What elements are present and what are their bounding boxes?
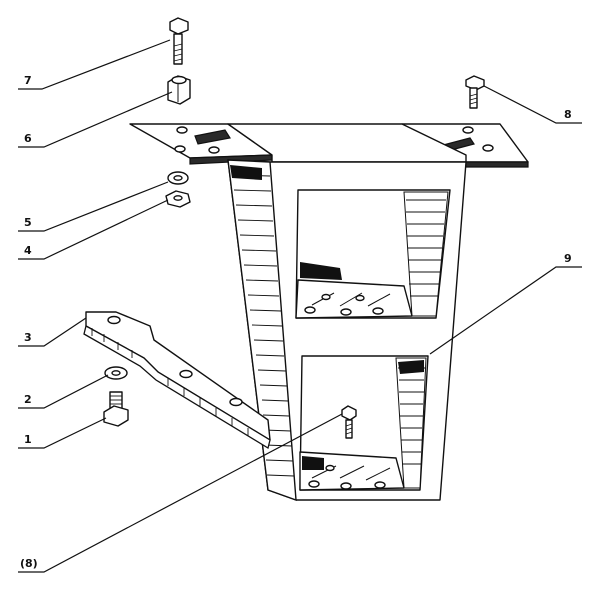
bolt-head	[341, 405, 357, 421]
strap-side	[83, 325, 271, 450]
flange-hole	[176, 126, 188, 134]
spacer-hole	[171, 75, 187, 85]
leader-8	[483, 85, 582, 124]
callout-7: 7	[24, 74, 32, 87]
flange-hole	[174, 145, 186, 153]
bolt-7	[169, 17, 189, 65]
upper-floor-bolts	[299, 262, 391, 316]
strap-hatch	[91, 328, 249, 436]
strap-hole	[229, 397, 243, 407]
callout-8: 8	[564, 108, 572, 121]
lower-floor-bolts	[302, 456, 391, 490]
leader-7	[18, 39, 171, 90]
spacer-6	[167, 75, 191, 105]
bolt-inner-8	[341, 405, 357, 439]
lower-window-inner-right	[395, 357, 427, 489]
bolt-8	[465, 75, 485, 109]
hex-bolt-1	[103, 391, 129, 427]
callout-4: 4	[24, 244, 32, 257]
bolt-head	[169, 17, 189, 35]
leader-9	[429, 266, 582, 355]
flange-hole	[208, 146, 220, 154]
leader-3	[18, 317, 87, 347]
leader-5	[18, 181, 169, 232]
callout-6: 6	[24, 132, 32, 145]
lower-window-hatch	[398, 360, 425, 465]
left-face-hatch	[230, 165, 295, 477]
callout-3: 3	[24, 331, 32, 344]
leader-6	[18, 91, 173, 148]
upper-window-inner-right	[403, 191, 449, 317]
leader-2	[18, 374, 109, 409]
callout-9: 9	[564, 252, 572, 265]
lower-floor	[299, 451, 405, 491]
leader-8b	[18, 413, 343, 573]
callout-2: 2	[24, 393, 32, 406]
flange-hole	[482, 144, 494, 152]
body-left-face	[227, 159, 297, 502]
strap-hole	[107, 315, 121, 325]
callout-labels: 7 6 5 4 3 2 1 8 9 (8)	[20, 74, 572, 570]
bolt-head	[103, 405, 129, 427]
bracket-body	[129, 123, 529, 502]
leader-1	[18, 417, 107, 449]
callout-1: 1	[24, 433, 32, 446]
leader-lines	[18, 39, 582, 573]
strap-hole	[179, 369, 193, 379]
leader-4	[18, 199, 169, 260]
callout-8b: (8)	[20, 557, 38, 570]
flange-slot	[194, 129, 231, 145]
strap-bar	[83, 311, 271, 450]
hex-nut-4	[165, 190, 191, 208]
upper-window-hatch	[406, 199, 446, 297]
callout-5: 5	[24, 216, 32, 229]
upper-floor	[295, 279, 413, 319]
flange-hole	[462, 126, 474, 134]
